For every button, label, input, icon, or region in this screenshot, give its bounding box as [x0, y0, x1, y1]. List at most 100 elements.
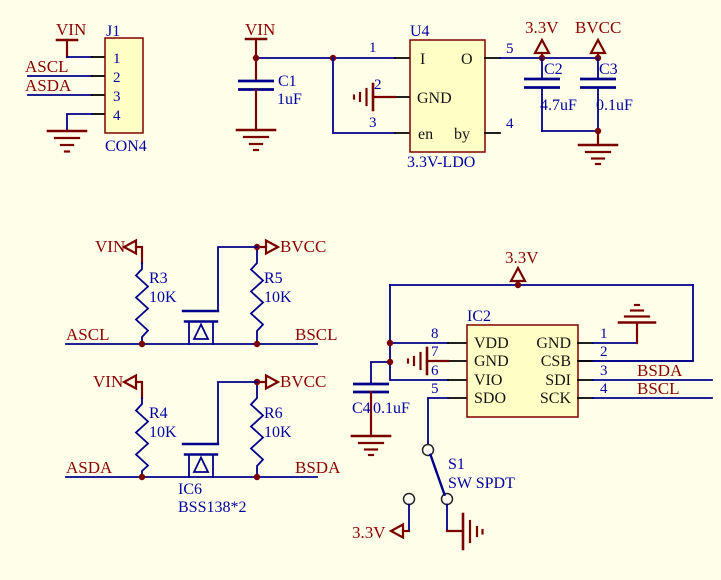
r3-value: 10K [149, 289, 177, 306]
capacitor-c1: C1 1uF [235, 56, 302, 152]
wire-en-branch [332, 57, 396, 134]
net-label-vin-sda: VIN [93, 372, 123, 391]
ic2-pin7-number: 7 [431, 344, 439, 360]
r6-value: 10K [264, 424, 292, 441]
regulator-u4-body [409, 39, 486, 153]
j1-pin2-number: 2 [113, 70, 121, 86]
junction-dot [138, 473, 146, 481]
u4-pin-name-in: I [420, 51, 425, 68]
net-label-bscl-ic2: BSCL [637, 379, 680, 398]
net-label-bsda-mid: BSDA [295, 458, 341, 477]
ic2-pin-name-vdd: VDD [474, 335, 509, 352]
s1-refdes: S1 [448, 456, 465, 473]
ic2-pin-name-sdo: SDO [474, 390, 506, 407]
u4-pin-name-en: en [418, 126, 433, 143]
junction-dot [253, 340, 261, 348]
c3-refdes: C3 [599, 61, 618, 78]
ic6-refdes: IC6 [178, 481, 202, 498]
sda-shifter-section: VIN R4 10K BVCC R6 10K ASDA BSDA IC6 BSS… [65, 372, 341, 516]
net-label-3v3-s1: 3.3V [352, 523, 386, 542]
net-label-ascl: ASCL [25, 57, 68, 76]
ground-symbol-j1-icon [46, 129, 88, 153]
regulator-u4-section: VIN 1 C1 1uF 3 2 [235, 18, 633, 171]
ic2-pin4-number: 4 [600, 381, 608, 397]
ground-symbol-s1-icon [445, 512, 484, 551]
ic2-pin6-number: 6 [431, 363, 439, 379]
ic2-pin8-number: 8 [431, 326, 439, 342]
j1-pin4-number: 4 [113, 108, 121, 124]
ic2-pin-name-vio: VIO [474, 372, 502, 389]
junction-dot [253, 473, 261, 481]
net-label-bvcc-out: BVCC [575, 18, 621, 37]
ic2-pin-name-sdi: SDI [545, 372, 571, 389]
r5-refdes: R5 [264, 270, 283, 287]
j1-pin1-number: 1 [113, 51, 121, 67]
power-arrow-3v3-s1-icon [388, 522, 411, 540]
ic2-pin3-number: 3 [600, 363, 608, 379]
junction-dot [386, 358, 394, 366]
u4-refdes: U4 [410, 23, 430, 40]
net-label-ascl-mid: ASCL [66, 325, 109, 344]
c2-refdes: C2 [544, 61, 563, 78]
r5-value: 10K [264, 289, 292, 306]
r3-refdes: R3 [149, 270, 168, 287]
junction-dot [138, 340, 146, 348]
net-label-vin-ldo: VIN [245, 20, 275, 39]
u4-pin4-number: 4 [506, 116, 514, 132]
power-arrow-vin-scl-icon [121, 238, 144, 265]
power-bar-vin-icon [55, 38, 79, 59]
net-label-bvcc-sda: BVCC [280, 372, 326, 391]
net-label-vin: VIN [56, 20, 86, 39]
s1-common-terminal [421, 443, 435, 457]
junction-dot [514, 281, 522, 289]
net-label-asda-mid: ASDA [66, 458, 113, 477]
ic6-value: BSS138*2 [178, 499, 246, 516]
connector-j1-section: VIN ASCL ASDA J1 1 2 3 4 CON4 [25, 20, 147, 155]
ic2-body [466, 324, 579, 418]
s1-throw-b-terminal [440, 492, 454, 506]
ground-symbol-c4-icon [350, 434, 392, 457]
ic2-pin5-number: 5 [431, 381, 439, 397]
wire-gate-scl [217, 246, 258, 312]
j1-pin3-number: 3 [113, 89, 121, 105]
net-label-bvcc-scl: BVCC [280, 237, 326, 256]
j1-value: CON4 [105, 138, 147, 155]
ic2-pin2-number: 2 [600, 344, 608, 360]
capacitor-c4: C4 0.1uF [350, 382, 410, 457]
capacitor-c2: C2 4.7uF [524, 57, 577, 132]
c1-refdes: C1 [278, 73, 297, 90]
power-arrow-vin-sda-icon [121, 373, 144, 400]
ground-symbol-ic2pin1-icon [617, 303, 657, 345]
ic2-pin-name-sck: SCK [540, 390, 572, 407]
u4-pin-name-gnd: GND [417, 90, 452, 107]
u4-pin3-number: 3 [369, 115, 377, 131]
u4-pin-name-by: by [454, 126, 470, 143]
c4-refdes: C4 [352, 400, 371, 417]
r4-value: 10K [149, 424, 177, 441]
resistor-r6 [249, 381, 265, 478]
ground-symbol-u4-icon [352, 82, 397, 112]
power-bar-vin-ldo-icon [244, 37, 268, 59]
mosfet-scl-icon [181, 246, 258, 345]
c3-value: 0.1uF [596, 97, 633, 114]
wire-c4-branch [370, 361, 391, 385]
u4-pin2-number: 2 [374, 77, 382, 93]
ic2-pin1-number: 1 [600, 326, 608, 342]
capacitor-c3: C3 0.1uF [580, 57, 633, 132]
mosfet-sda-icon [181, 381, 258, 478]
c2-value: 4.7uF [540, 97, 577, 114]
s1-throw-a-terminal [402, 492, 416, 506]
u4-pin-name-out: O [461, 51, 473, 68]
ic2-pin-name-gnd7: GND [474, 353, 509, 370]
r6-refdes: R6 [264, 405, 283, 422]
ground-symbol-c3-icon [577, 129, 619, 166]
j1-refdes: J1 [106, 23, 120, 40]
connector-j1-body [104, 37, 144, 134]
wire-sdo-to-switch [427, 397, 449, 445]
ic2-refdes: IC2 [467, 308, 491, 325]
resistor-r3 [134, 262, 150, 345]
junction-dot [386, 339, 394, 347]
net-label-vin-scl: VIN [95, 237, 125, 256]
s1-value: SW SPDT [448, 475, 515, 492]
